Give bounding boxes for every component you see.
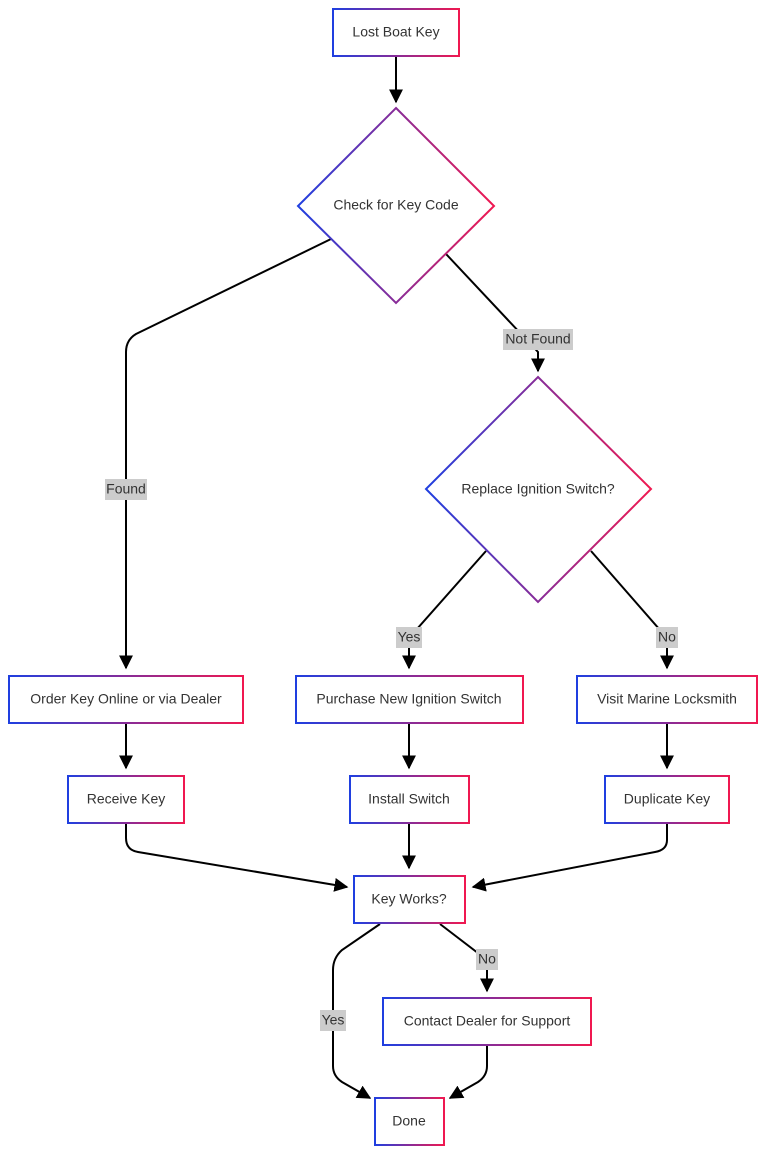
edge-label-no-replace: No bbox=[656, 627, 678, 648]
node-duplicate-key-label: Duplicate Key bbox=[624, 791, 710, 807]
edge-label-found-text: Found bbox=[106, 481, 146, 497]
edge-label-yes-works: Yes bbox=[320, 1010, 346, 1031]
node-purchase-switch[interactable]: Purchase New Ignition Switch bbox=[295, 675, 524, 724]
node-check-key-code-label: Check for Key Code bbox=[333, 197, 458, 213]
node-purchase-switch-label: Purchase New Ignition Switch bbox=[316, 691, 501, 707]
node-visit-locksmith-label: Visit Marine Locksmith bbox=[597, 691, 737, 707]
edge-label-yes-replace: Yes bbox=[396, 627, 422, 648]
edge-label-no-works: No bbox=[476, 949, 498, 970]
edge-label-no-works-text: No bbox=[478, 951, 496, 967]
edge-contact-to-done bbox=[448, 1046, 488, 1099]
edge-label-no-replace-text: No bbox=[658, 629, 676, 645]
node-done-label: Done bbox=[392, 1113, 426, 1129]
node-contact-dealer[interactable]: Contact Dealer for Support bbox=[382, 997, 592, 1046]
node-order-key-label: Order Key Online or via Dealer bbox=[30, 691, 222, 707]
edge-duplicate-to-keyworks bbox=[471, 824, 668, 892]
node-lost-boat-key[interactable]: Lost Boat Key bbox=[332, 8, 460, 57]
node-lost-boat-key-label: Lost Boat Key bbox=[352, 24, 439, 40]
edge-label-found: Found bbox=[105, 479, 147, 500]
edge-receive-to-keyworks bbox=[125, 824, 349, 892]
edge-label-yes-works-text: Yes bbox=[322, 1012, 345, 1028]
node-check-key-code[interactable]: Check for Key Code bbox=[296, 106, 496, 305]
edge-label-not-found: Not Found bbox=[503, 329, 573, 350]
edge-replace-to-locksmith bbox=[590, 550, 674, 670]
node-key-works-label: Key Works? bbox=[371, 891, 446, 907]
node-visit-locksmith[interactable]: Visit Marine Locksmith bbox=[576, 675, 758, 724]
node-contact-dealer-label: Contact Dealer for Support bbox=[404, 1013, 571, 1029]
edge-label-not-found-text: Not Found bbox=[505, 331, 570, 347]
edge-check-to-replace bbox=[445, 253, 545, 373]
edge-replace-to-purchase bbox=[402, 550, 487, 670]
node-done[interactable]: Done bbox=[374, 1097, 445, 1146]
node-replace-ignition[interactable]: Replace Ignition Switch? bbox=[424, 375, 653, 604]
node-key-works[interactable]: Key Works? bbox=[353, 875, 466, 924]
edge-label-yes-replace-text: Yes bbox=[398, 629, 421, 645]
node-install-switch[interactable]: Install Switch bbox=[349, 775, 470, 824]
node-receive-key[interactable]: Receive Key bbox=[67, 775, 185, 824]
node-receive-key-label: Receive Key bbox=[87, 791, 166, 807]
node-replace-ignition-label: Replace Ignition Switch? bbox=[461, 481, 615, 497]
node-install-switch-label: Install Switch bbox=[368, 791, 450, 807]
node-order-key[interactable]: Order Key Online or via Dealer bbox=[8, 675, 244, 724]
edge-check-to-order bbox=[119, 238, 332, 670]
node-duplicate-key[interactable]: Duplicate Key bbox=[604, 775, 730, 824]
